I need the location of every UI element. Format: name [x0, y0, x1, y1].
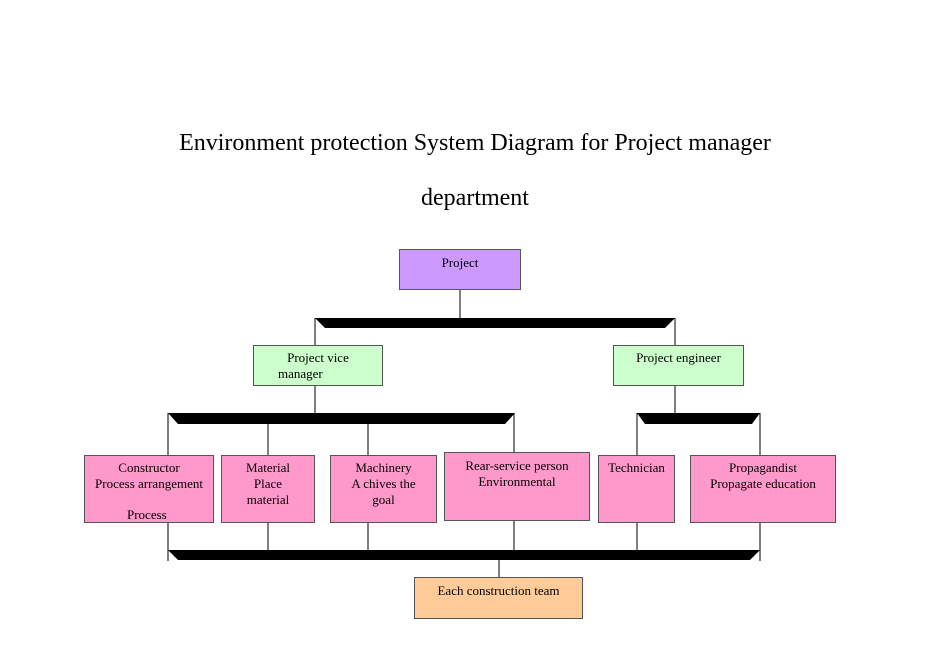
node-constructor: Constructor Process arrangement Process: [84, 455, 214, 523]
diagram-title-line-2: department: [421, 185, 529, 211]
node-label: Machinery: [355, 460, 412, 475]
node-label: [85, 492, 213, 507]
node-label: Technician: [608, 460, 665, 475]
node-propagandist: Propagandist Propagate education: [690, 455, 836, 523]
node-label: Project engineer: [636, 350, 721, 365]
node-label: Environmental: [478, 474, 556, 489]
node-label: Rear-service person: [465, 458, 569, 473]
bus-bar-level-1: [315, 318, 675, 328]
node-each-construction-team: Each construction team: [414, 577, 583, 619]
node-label: Each construction team: [437, 583, 560, 598]
node-project: Project: [399, 249, 521, 290]
node-label: material: [246, 492, 290, 507]
bus-bar-bottom: [168, 550, 760, 560]
diagram-title-line-1: Environment protection System Diagram fo…: [179, 130, 771, 156]
node-label: goal: [372, 492, 395, 507]
bus-bar-vice-manager: [168, 413, 515, 424]
node-project-engineer: Project engineer: [613, 345, 744, 386]
node-rear-service-person: Rear-service person Environmental: [444, 452, 590, 521]
node-label: Process arrangement: [95, 476, 203, 491]
bus-bar-engineer: [637, 413, 760, 424]
node-label: Propagandist: [729, 460, 797, 475]
node-label: Material: [245, 460, 291, 475]
node-label: Process: [127, 507, 167, 522]
node-label: Project: [441, 255, 479, 270]
node-label: Constructor: [118, 460, 180, 475]
node-label: Place: [253, 476, 283, 491]
node-project-vice-manager: Project vice manager: [253, 345, 383, 386]
node-label: manager: [278, 366, 323, 381]
node-machinery: Machinery A chives the goal: [330, 455, 437, 523]
node-label: Project vice: [287, 350, 349, 365]
node-technician: Technician: [598, 455, 675, 523]
node-label: A chives the: [351, 476, 416, 491]
node-label: Propagate education: [710, 476, 816, 491]
node-material: Material Place material: [221, 455, 315, 523]
